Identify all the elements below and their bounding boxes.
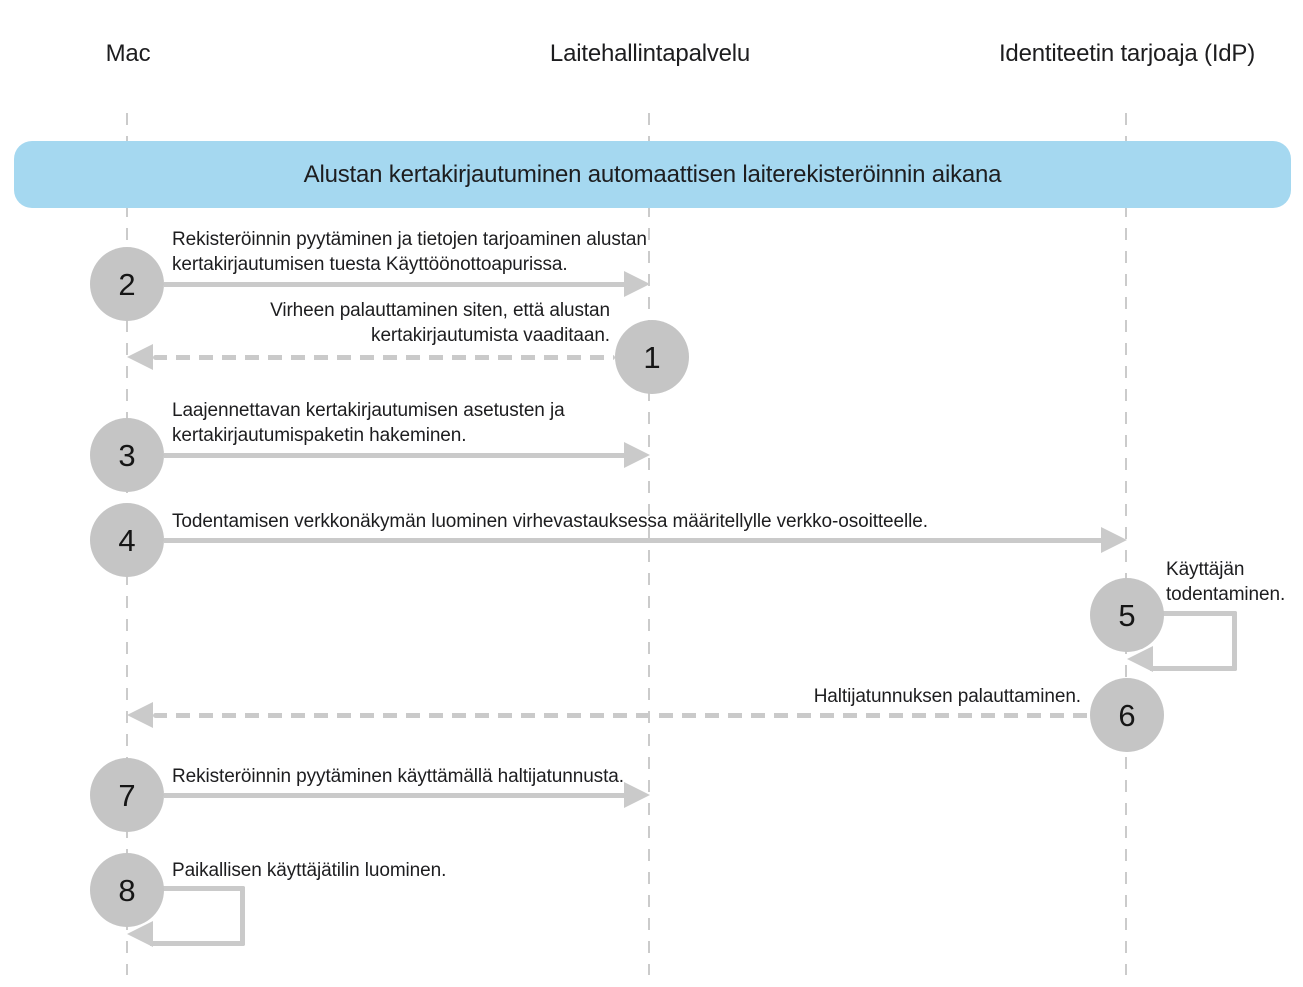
actor-label-idp: Identiteetin tarjoaja (IdP): [998, 40, 1256, 67]
step-3-label: Laajennettavan kertakirjautumisen asetus…: [172, 400, 565, 446]
step-3-badge: 3: [90, 418, 164, 492]
step-5-self-loop: [1150, 611, 1237, 671]
step-1-arrow: [153, 355, 615, 360]
step-8-badge: 8: [90, 853, 164, 927]
step-2-arrow: [164, 282, 624, 287]
step-6-arrowhead-icon: [127, 702, 153, 728]
step-6-arrow: [153, 713, 1090, 718]
step-4-arrow: [164, 538, 1101, 543]
step-3-arrow: [164, 453, 624, 458]
actor-label-mac: Mac: [105, 40, 151, 67]
step-2-label: Rekisteröinnin pyytäminen ja tietojen ta…: [172, 229, 647, 275]
step-7-arrowhead-icon: [624, 782, 650, 808]
step-6-label: Haltijatunnuksen palauttaminen.: [813, 686, 1081, 707]
step-5-label: Käyttäjän todentaminen.: [1166, 559, 1286, 605]
step-7-arrow: [164, 793, 624, 798]
lifeline-mdm-service: [648, 113, 650, 975]
actor-label-mdm-service: Laitehallintapalvelu: [549, 40, 751, 67]
step-5-badge: 5: [1090, 578, 1164, 652]
step-4-badge: 4: [90, 503, 164, 577]
step-4-arrowhead-icon: [1101, 527, 1127, 553]
step-4-label: Todentamisen verkkonäkymän luominen virh…: [172, 511, 928, 532]
step-8-label: Paikallisen käyttäjätilin luominen.: [172, 860, 447, 881]
phase-banner: Alustan kertakirjautuminen automaattisen…: [14, 141, 1291, 208]
step-7-badge: 7: [90, 758, 164, 832]
step-1-badge: 1: [615, 320, 689, 394]
step-2-arrowhead-icon: [624, 271, 650, 297]
step-8-self-loop: [150, 886, 245, 946]
step-1-label: Virheen palauttaminen siten, että alusta…: [270, 300, 610, 346]
step-1-arrowhead-icon: [127, 344, 153, 370]
step-7-label: Rekisteröinnin pyytäminen käyttämällä ha…: [172, 766, 624, 787]
step-6-badge: 6: [1090, 678, 1164, 752]
step-2-badge: 2: [90, 247, 164, 321]
step-3-arrowhead-icon: [624, 442, 650, 468]
